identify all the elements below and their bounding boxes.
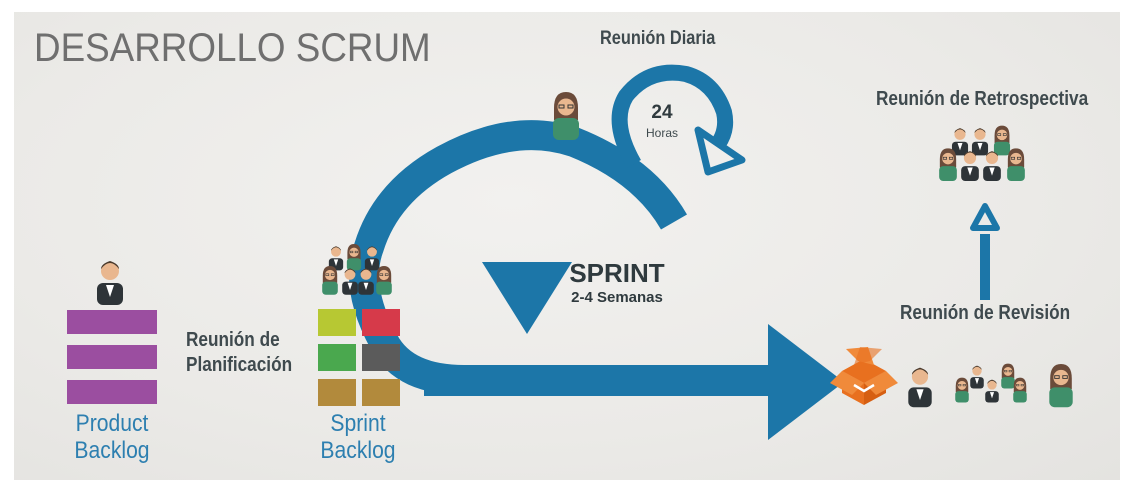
sprint-duration-label: 2-4 Semanas <box>571 289 663 306</box>
sprint-backlog-line2: Backlog <box>320 437 396 464</box>
box-icon <box>830 347 898 405</box>
scrum-master-woman-icon <box>552 91 580 141</box>
diagram-graphics <box>67 64 1074 440</box>
scrum-diagram: DESARROLLO SCRUM <box>14 12 1120 480</box>
sprint-backlog-grid <box>318 309 400 406</box>
hours-value: 24 <box>651 102 673 123</box>
planning-label-line2: Planificación <box>186 354 293 376</box>
sprint-loop-head <box>482 262 572 334</box>
product-backlog-bars <box>67 310 157 404</box>
product-backlog-line1: Product <box>75 410 149 437</box>
sprint-backlog-label: Sprint Backlog <box>307 410 409 464</box>
up-arrow-icon <box>970 203 1000 300</box>
product-owner-person-icon <box>97 261 123 305</box>
planning-meeting-label: Reunión de Planificación <box>186 328 292 378</box>
review-meeting-label: Reunión de Revisión <box>900 302 1071 324</box>
planning-label-line1: Reunión de <box>186 329 280 351</box>
product-backlog-label: Product Backlog <box>61 410 163 464</box>
product-backlog-line2: Backlog <box>74 437 150 464</box>
diagram-title: DESARROLLO SCRUM <box>34 26 431 70</box>
sprint-backlog-line1: Sprint <box>330 410 386 437</box>
retrospective-meeting-label: Reunión de Retrospectiva <box>876 88 1089 110</box>
review-people-icons <box>908 363 1074 408</box>
daily-loop-arrow <box>611 64 746 176</box>
hours-unit: Horas <box>645 126 678 140</box>
sprint-label: SPRINT <box>569 258 665 288</box>
retrospective-team-icon <box>938 125 1026 182</box>
daily-meeting-label: Reunión Diaria <box>600 28 716 49</box>
main-flow-arrow <box>424 324 844 440</box>
